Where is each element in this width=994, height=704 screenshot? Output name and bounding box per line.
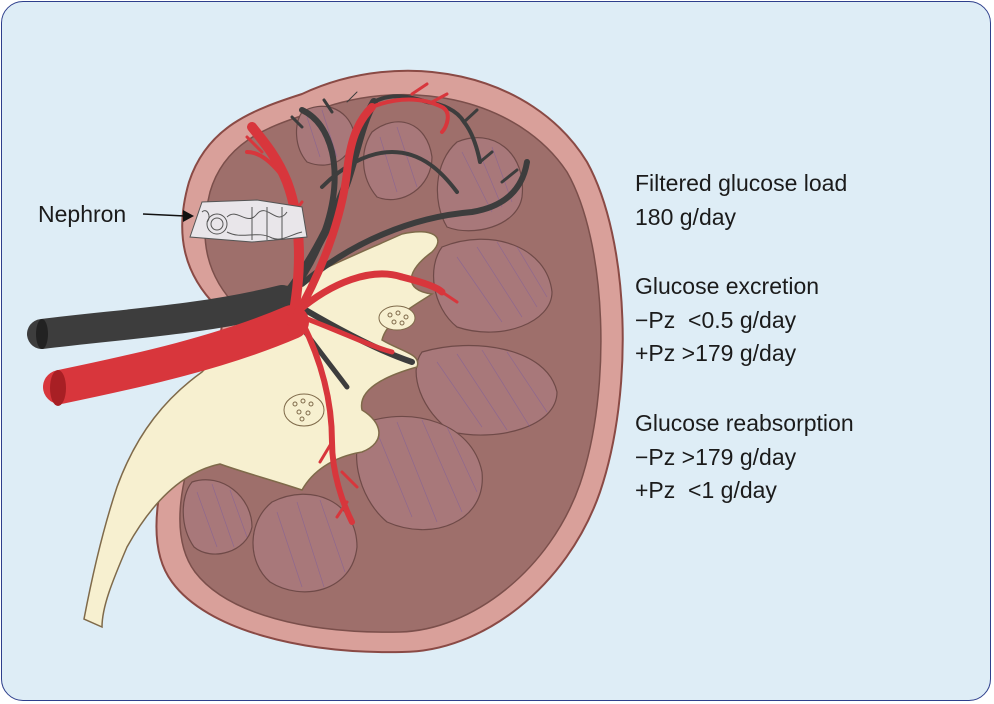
excretion-title: Glucose excretion [635,273,820,299]
excretion-block: Glucose excretion −Pz <0.5 g/day +Pz >17… [635,270,819,371]
nephron-arrow-line [142,213,186,217]
reabsorption-title: Glucose reabsorption [635,410,854,436]
pyramid-striations [196,109,548,588]
papilla-crosssection [283,305,416,427]
filtered-load-value: 180 g/day [635,203,737,230]
excretion-minus-pz: −Pz <0.5 g/day [635,306,797,333]
pyramid [436,137,524,232]
reabsorption-block: Glucose reabsorption −Pz >179 g/day +Pz … [635,407,854,508]
nephron-sketch [189,199,308,243]
pyramid [433,238,553,333]
renal-vein [27,91,530,390]
pyramid [356,415,483,531]
renal-artery [43,82,459,525]
filtered-load-block: Filtered glucose load 180 g/day [635,167,847,234]
artery-opening [50,370,66,406]
nephron-arrow-head [183,210,194,222]
vein-opening [36,319,48,349]
nephron-label: Nephron [38,201,127,227]
reabsorption-plus-pz: +Pz <1 g/day [635,477,777,503]
pyramid [182,479,253,555]
reabsorption-minus-pz: −Pz >179 g/day [635,443,797,470]
filtered-load-title: Filtered glucose load [635,170,848,196]
excretion-plus-pz: +Pz >179 g/day [635,340,797,366]
pyramid [415,344,558,436]
